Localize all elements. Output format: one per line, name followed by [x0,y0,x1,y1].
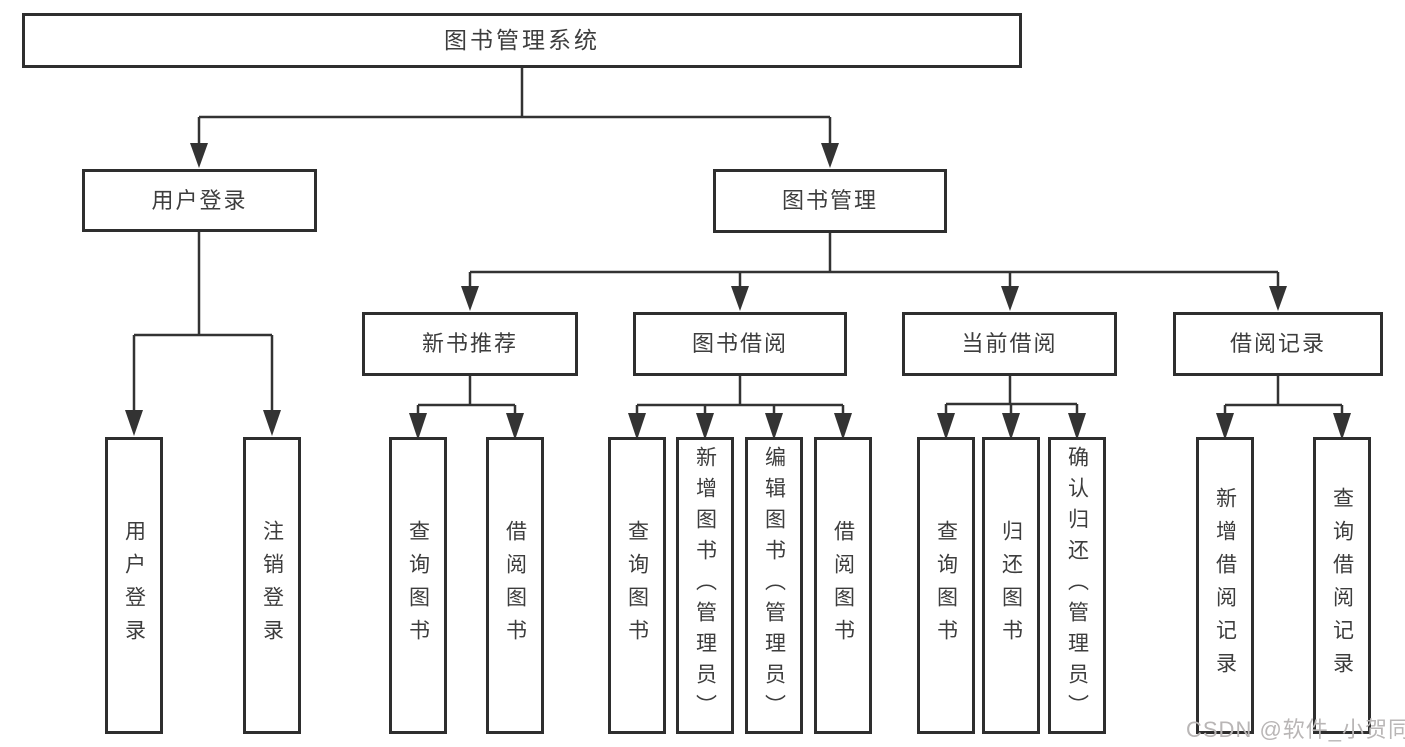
leaf-edit-books-admin: 编辑图书（管理员） [745,437,803,734]
leaf-recommend-borrow-books: 借阅图书 [486,437,544,734]
connector-book-borrow [635,376,845,415]
node-book-management: 图书管理 [713,169,947,233]
leaf-borrow-books-label: 借阅图书 [831,519,855,652]
leaf-recommend-borrow-books-label: 借阅图书 [503,519,527,652]
node-new-book-recommend: 新书推荐 [362,312,578,376]
leaf-confirm-return-admin: 确认归还（管理员） [1048,437,1106,734]
leaf-query-borrow-record-label: 查询借阅记录 [1330,486,1354,685]
leaf-recommend-query-books-label: 查询图书 [406,519,430,652]
leaf-recommend-query-books: 查询图书 [389,437,447,734]
leaf-borrow-query-books: 查询图书 [608,437,666,734]
leaf-edit-books-admin-label: 编辑图书（管理员） [762,446,786,725]
leaf-add-borrow-record: 新增借阅记录 [1196,437,1254,734]
leaf-return-books: 归还图书 [982,437,1040,734]
connector-new-book-recommend [416,376,517,415]
leaf-return-books-label: 归还图书 [999,519,1023,652]
node-new-book-recommend-label: 新书推荐 [421,331,518,356]
node-borrow-records: 借阅记录 [1173,312,1383,376]
node-borrow-records-label: 借阅记录 [1229,331,1326,356]
arrowheads-new-book-recommend [409,413,524,440]
arrowheads-book-borrow [628,413,852,440]
leaf-user-login-label: 用户登录 [122,519,146,652]
leaf-add-books-admin-label: 新增图书（管理员） [693,446,717,725]
leaf-add-borrow-record-label: 新增借阅记录 [1213,486,1237,685]
leaf-borrow-books: 借阅图书 [814,437,872,734]
node-book-management-label: 图书管理 [781,188,878,213]
arrowheads-user-login [125,410,281,436]
connector-current-borrow [944,376,1079,415]
arrowheads-level3 [461,286,1287,311]
node-user-login: 用户登录 [82,169,317,232]
connector-user-login [132,232,274,412]
node-current-borrow: 当前借阅 [902,312,1117,376]
connector-book-management [468,233,1280,289]
leaf-user-login: 用户登录 [105,437,163,734]
arrowheads-level2 [190,143,839,168]
leaf-borrow-query-books-label: 查询图书 [625,519,649,652]
node-root: 图书管理系统 [22,13,1022,68]
watermark-text: CSDN @软件_小贺同学 [1186,717,1405,742]
leaf-confirm-return-admin-label: 确认归还（管理员） [1065,446,1089,725]
leaf-current-query-books: 查询图书 [917,437,975,734]
arrowheads-borrow-records [1216,413,1351,440]
leaf-add-books-admin: 新增图书（管理员） [676,437,734,734]
connector-root-to-level2 [197,68,832,146]
leaf-logout: 注销登录 [243,437,301,734]
node-user-login-label: 用户登录 [151,187,248,213]
leaf-query-borrow-record: 查询借阅记录 [1313,437,1371,734]
leaf-logout-label: 注销登录 [260,519,284,652]
connector-borrow-records [1223,376,1344,415]
node-book-borrow: 图书借阅 [633,312,847,376]
leaf-current-query-books-label: 查询图书 [934,519,958,652]
node-book-borrow-label: 图书借阅 [691,331,788,356]
node-current-borrow-label: 当前借阅 [961,331,1058,356]
node-root-label: 图书管理系统 [444,27,600,53]
arrowheads-current-borrow [937,413,1086,440]
